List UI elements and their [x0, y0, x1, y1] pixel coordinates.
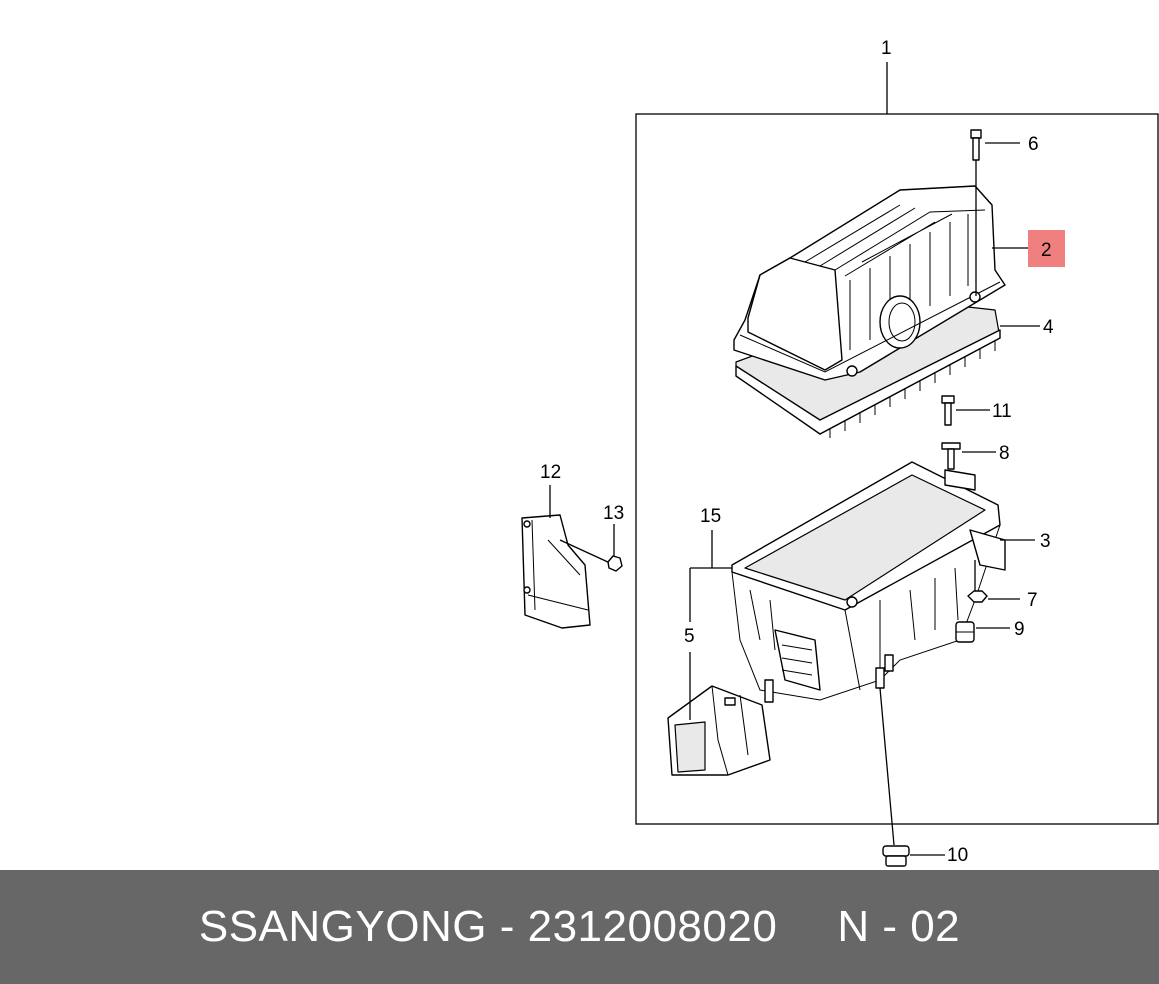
drain-grommet-part-10 — [882, 845, 910, 867]
nut-part-7 — [967, 590, 988, 603]
callout-3[interactable]: 3 — [1040, 531, 1051, 552]
brand-name: SSANGYONG — [198, 902, 487, 951]
callout-10[interactable]: 10 — [947, 845, 968, 866]
callout-5-upper[interactable]: 5 — [684, 626, 695, 647]
bracket-part-12 — [521, 514, 591, 629]
bolt-part-11 — [941, 395, 955, 426]
screw-part-8 — [941, 442, 961, 470]
callout-15[interactable]: 15 — [700, 506, 721, 527]
upper-housing-cover — [733, 185, 1006, 381]
nut-part-13 — [607, 555, 623, 572]
callout-11[interactable]: 11 — [992, 401, 1012, 422]
footer-bar: SSANGYONG - 2312008020 N - 02 — [0, 870, 1159, 984]
callout-8[interactable]: 8 — [999, 443, 1010, 464]
footer-separator: - — [486, 902, 528, 951]
diagram-code: N - 02 — [837, 902, 961, 951]
grommet-part-9 — [955, 621, 975, 643]
assembly-frame — [635, 113, 1159, 825]
callout-13[interactable]: 13 — [603, 503, 624, 524]
exploded-parts-diagram: 1 4 2 6 — [521, 38, 1159, 867]
callout-1[interactable]: 1 — [881, 38, 892, 59]
callout-2[interactable]: 2 — [1041, 240, 1052, 261]
callout-12[interactable]: 12 — [540, 462, 561, 483]
callout-4[interactable]: 4 — [1043, 317, 1054, 338]
footer-caption: SSANGYONG - 2312008020 N - 02 — [0, 870, 1159, 984]
part-number: 2312008020 — [527, 902, 778, 951]
air-duct — [667, 685, 771, 776]
bolt-part-6 — [970, 129, 982, 161]
callout-9[interactable]: 9 — [1014, 619, 1025, 640]
callout-6[interactable]: 6 — [1028, 134, 1039, 155]
highlight-box-2 — [1028, 230, 1065, 267]
lower-housing — [731, 461, 1006, 703]
callout-7[interactable]: 7 — [1027, 590, 1038, 611]
